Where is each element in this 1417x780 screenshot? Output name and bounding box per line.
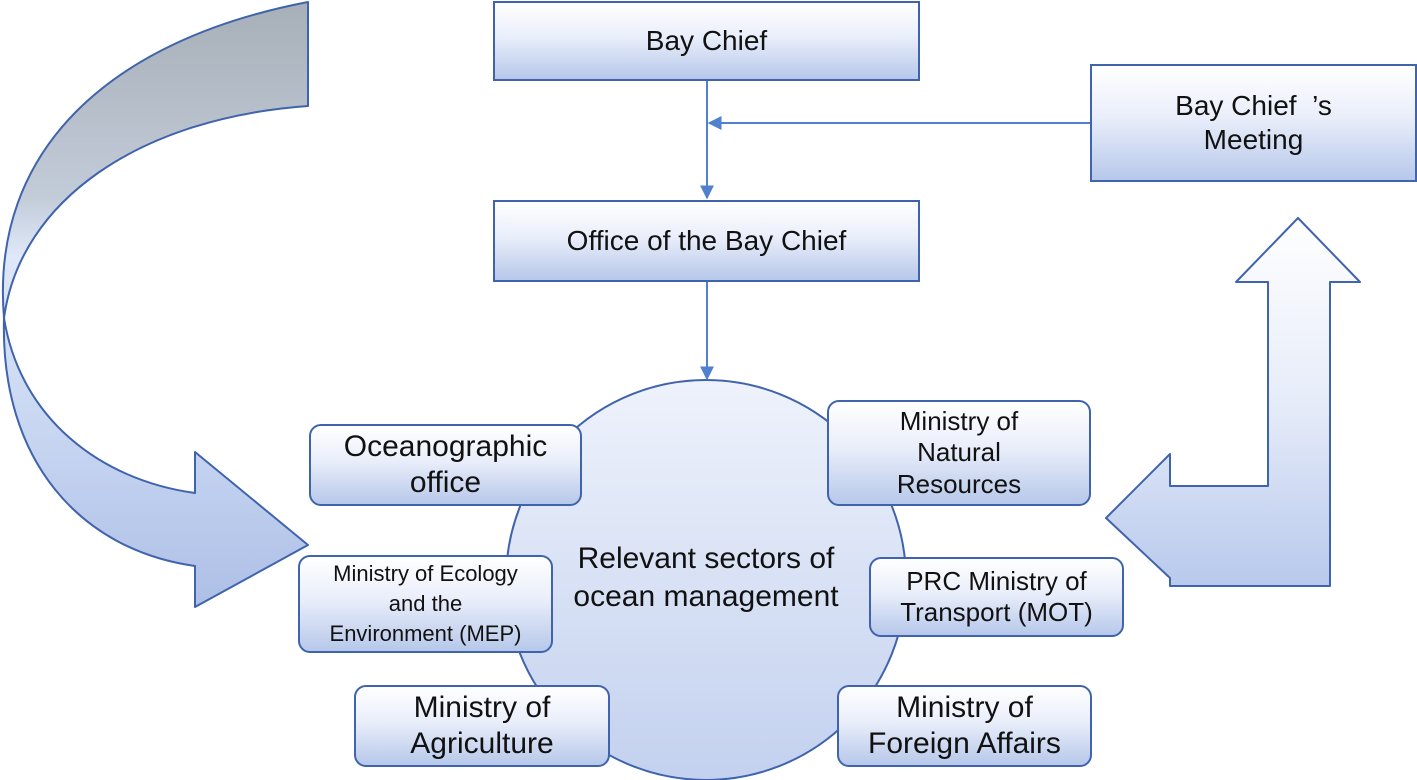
oceanographic-office-box: Oceanographic office [309,424,582,506]
prc-ministry-transport-box: PRC Ministry of Transport (MOT) [869,557,1124,637]
bay-chief-box: Bay Chief [493,1,920,81]
ministry-foreign-affairs-label: Ministry of Foreign Affairs [868,691,1061,760]
curved-arrow-left [1,1,309,608]
ministry-natural-resources-box: Ministry of Natural Resources [827,400,1091,506]
ministry-foreign-affairs-box: Ministry of Foreign Affairs [837,685,1092,767]
bay-chief-meeting-box: Bay Chief ’s Meeting [1090,64,1417,182]
oceanographic-office-label: Oceanographic office [343,430,548,499]
prc-ministry-transport-label: PRC Ministry of Transport (MOT) [900,565,1093,627]
ministry-ecology-box: Ministry of Ecology and the Environment … [298,555,553,653]
office-bay-chief-label: Office of the Bay Chief [566,225,847,257]
center-label: Relevant sectors of ocean management [573,542,839,614]
office-bay-chief-box: Office of the Bay Chief [493,200,920,282]
bay-chief-label: Bay Chief [645,25,768,57]
ministry-natural-resources-label: Ministry of Natural Resources [896,406,1022,499]
ministry-agriculture-box: Ministry of Agriculture [354,685,610,767]
bay-chief-meeting-label: Bay Chief ’s Meeting [1175,90,1332,155]
feedback-arrow-right [1105,217,1361,587]
ministry-ecology-label: Ministry of Ecology and the Environment … [329,561,522,646]
ministry-agriculture-label: Ministry of Agriculture [410,691,554,760]
